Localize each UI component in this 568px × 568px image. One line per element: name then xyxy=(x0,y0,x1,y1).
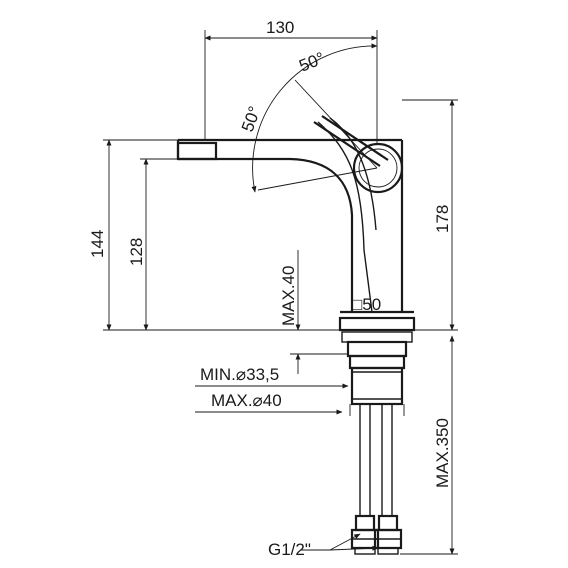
dim-max-40: MAX.40 xyxy=(279,250,348,374)
dim-144-label: 144 xyxy=(88,230,107,258)
dim-hole: MIN.⌀33,5 MAX.⌀40 xyxy=(195,365,405,416)
dim-178: 178 xyxy=(402,99,458,331)
supply-hoses xyxy=(350,404,403,555)
dim-angle-right-label: 50° xyxy=(296,48,327,75)
dim-128: 128 xyxy=(127,158,178,331)
under-deck-fixing xyxy=(341,331,413,406)
dim-hole-max-label: MAX.⌀40 xyxy=(211,391,282,410)
dim-144: 144 xyxy=(88,139,340,331)
dim-max-350-label: MAX.350 xyxy=(433,418,452,488)
dim-128-label: 128 xyxy=(127,238,146,266)
dim-max-350: MAX.350 xyxy=(400,329,458,555)
dim-thread-label: G1/2" xyxy=(268,540,311,559)
dim-130: 130 xyxy=(204,18,378,145)
dim-square-base-label: □50 xyxy=(352,295,381,314)
dim-angle-left-label: 50° xyxy=(238,104,265,135)
dim-hole-min-label: MIN.⌀33,5 xyxy=(200,365,279,384)
dim-max-40-label: MAX.40 xyxy=(279,266,298,326)
dim-rotation-arc: 50° 50° xyxy=(238,43,378,193)
dim-178-label: 178 xyxy=(433,205,452,233)
dim-thread: G1/2" xyxy=(268,533,379,559)
dim-130-label: 130 xyxy=(266,18,294,37)
